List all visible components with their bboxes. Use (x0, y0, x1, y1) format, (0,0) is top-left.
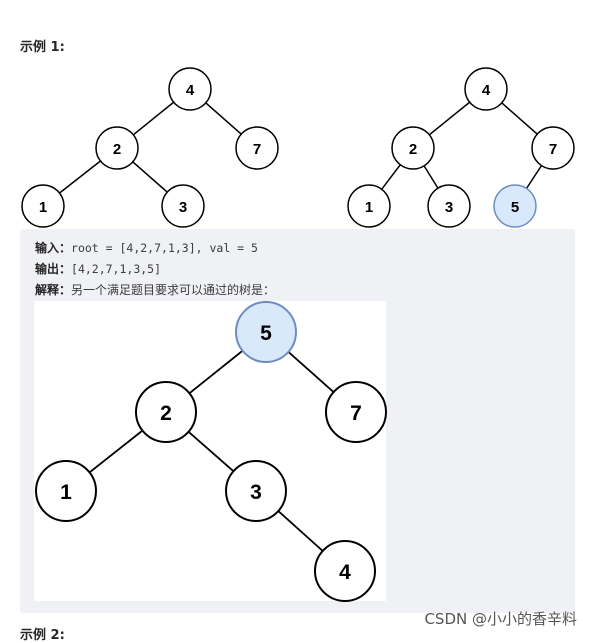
node-label: 3 (250, 481, 262, 504)
node-label: 5 (260, 322, 272, 345)
node-label: 2 (160, 402, 172, 425)
node-label: 1 (39, 199, 47, 216)
tree-alternative-diagram: 5 2 7 1 3 4 (35, 301, 387, 602)
alternative-tree-panel: 5 2 7 1 3 4 (34, 301, 387, 602)
tree-node: 3 (161, 184, 205, 228)
node-label: 5 (511, 199, 519, 216)
inserted-node: 5 (493, 184, 537, 228)
tree-node: 2 (391, 126, 435, 170)
node-label: 1 (365, 199, 373, 216)
tree-node: 7 (235, 126, 279, 170)
tree-node: 4 (168, 67, 212, 111)
node-label: 4 (482, 82, 491, 99)
tree-node: 3 (225, 460, 287, 522)
output-value: [4,2,7,1,3,5] (71, 262, 162, 276)
tree-node: 4 (464, 67, 508, 111)
tree-before-diagram: 4 2 7 1 3 4 2 7 1 3 (21, 67, 575, 228)
csdn-watermark: CSDN @小小的香辛料 (424, 610, 577, 628)
tree-node: 7 (325, 381, 387, 443)
node-label: 7 (253, 141, 261, 158)
tree-node: 2 (135, 381, 197, 443)
input-value: root = [4,2,7,1,3], val = 5 (71, 241, 258, 255)
explanation-line: 解释：另一个满足题目要求可以通过的树是： (35, 282, 275, 298)
example-2-heading: 示例 2: (20, 628, 65, 643)
input-line: 输入：root = [4,2,7,1,3], val = 5 (35, 240, 258, 256)
inserted-node: 5 (235, 301, 297, 363)
node-label: 7 (549, 141, 557, 158)
tree-node: 1 (21, 184, 65, 228)
example-1-heading: 示例 1: (20, 40, 65, 55)
node-label: 2 (113, 141, 121, 158)
node-label: 3 (179, 199, 187, 216)
node-label: 7 (350, 402, 362, 425)
input-label: 输入： (35, 241, 72, 255)
output-line: 输出：[4,2,7,1,3,5] (35, 261, 161, 277)
explanation-text: 另一个满足题目要求可以通过的树是： (71, 283, 276, 297)
node-label: 4 (339, 561, 351, 584)
tree-node: 3 (427, 184, 471, 228)
node-label: 1 (60, 481, 72, 504)
tree-node: 1 (35, 460, 97, 522)
example-1-box: 输入：root = [4,2,7,1,3], val = 5 输出：[4,2,7… (20, 229, 575, 613)
tree-node: 1 (347, 184, 391, 228)
node-label: 2 (409, 141, 417, 158)
explanation-label: 解释： (35, 283, 72, 297)
tree-node: 7 (531, 126, 575, 170)
node-label: 4 (186, 82, 195, 99)
output-label: 输出： (35, 262, 72, 276)
tree-node: 4 (314, 540, 376, 602)
tree-node: 2 (95, 126, 139, 170)
node-label: 3 (445, 199, 453, 216)
